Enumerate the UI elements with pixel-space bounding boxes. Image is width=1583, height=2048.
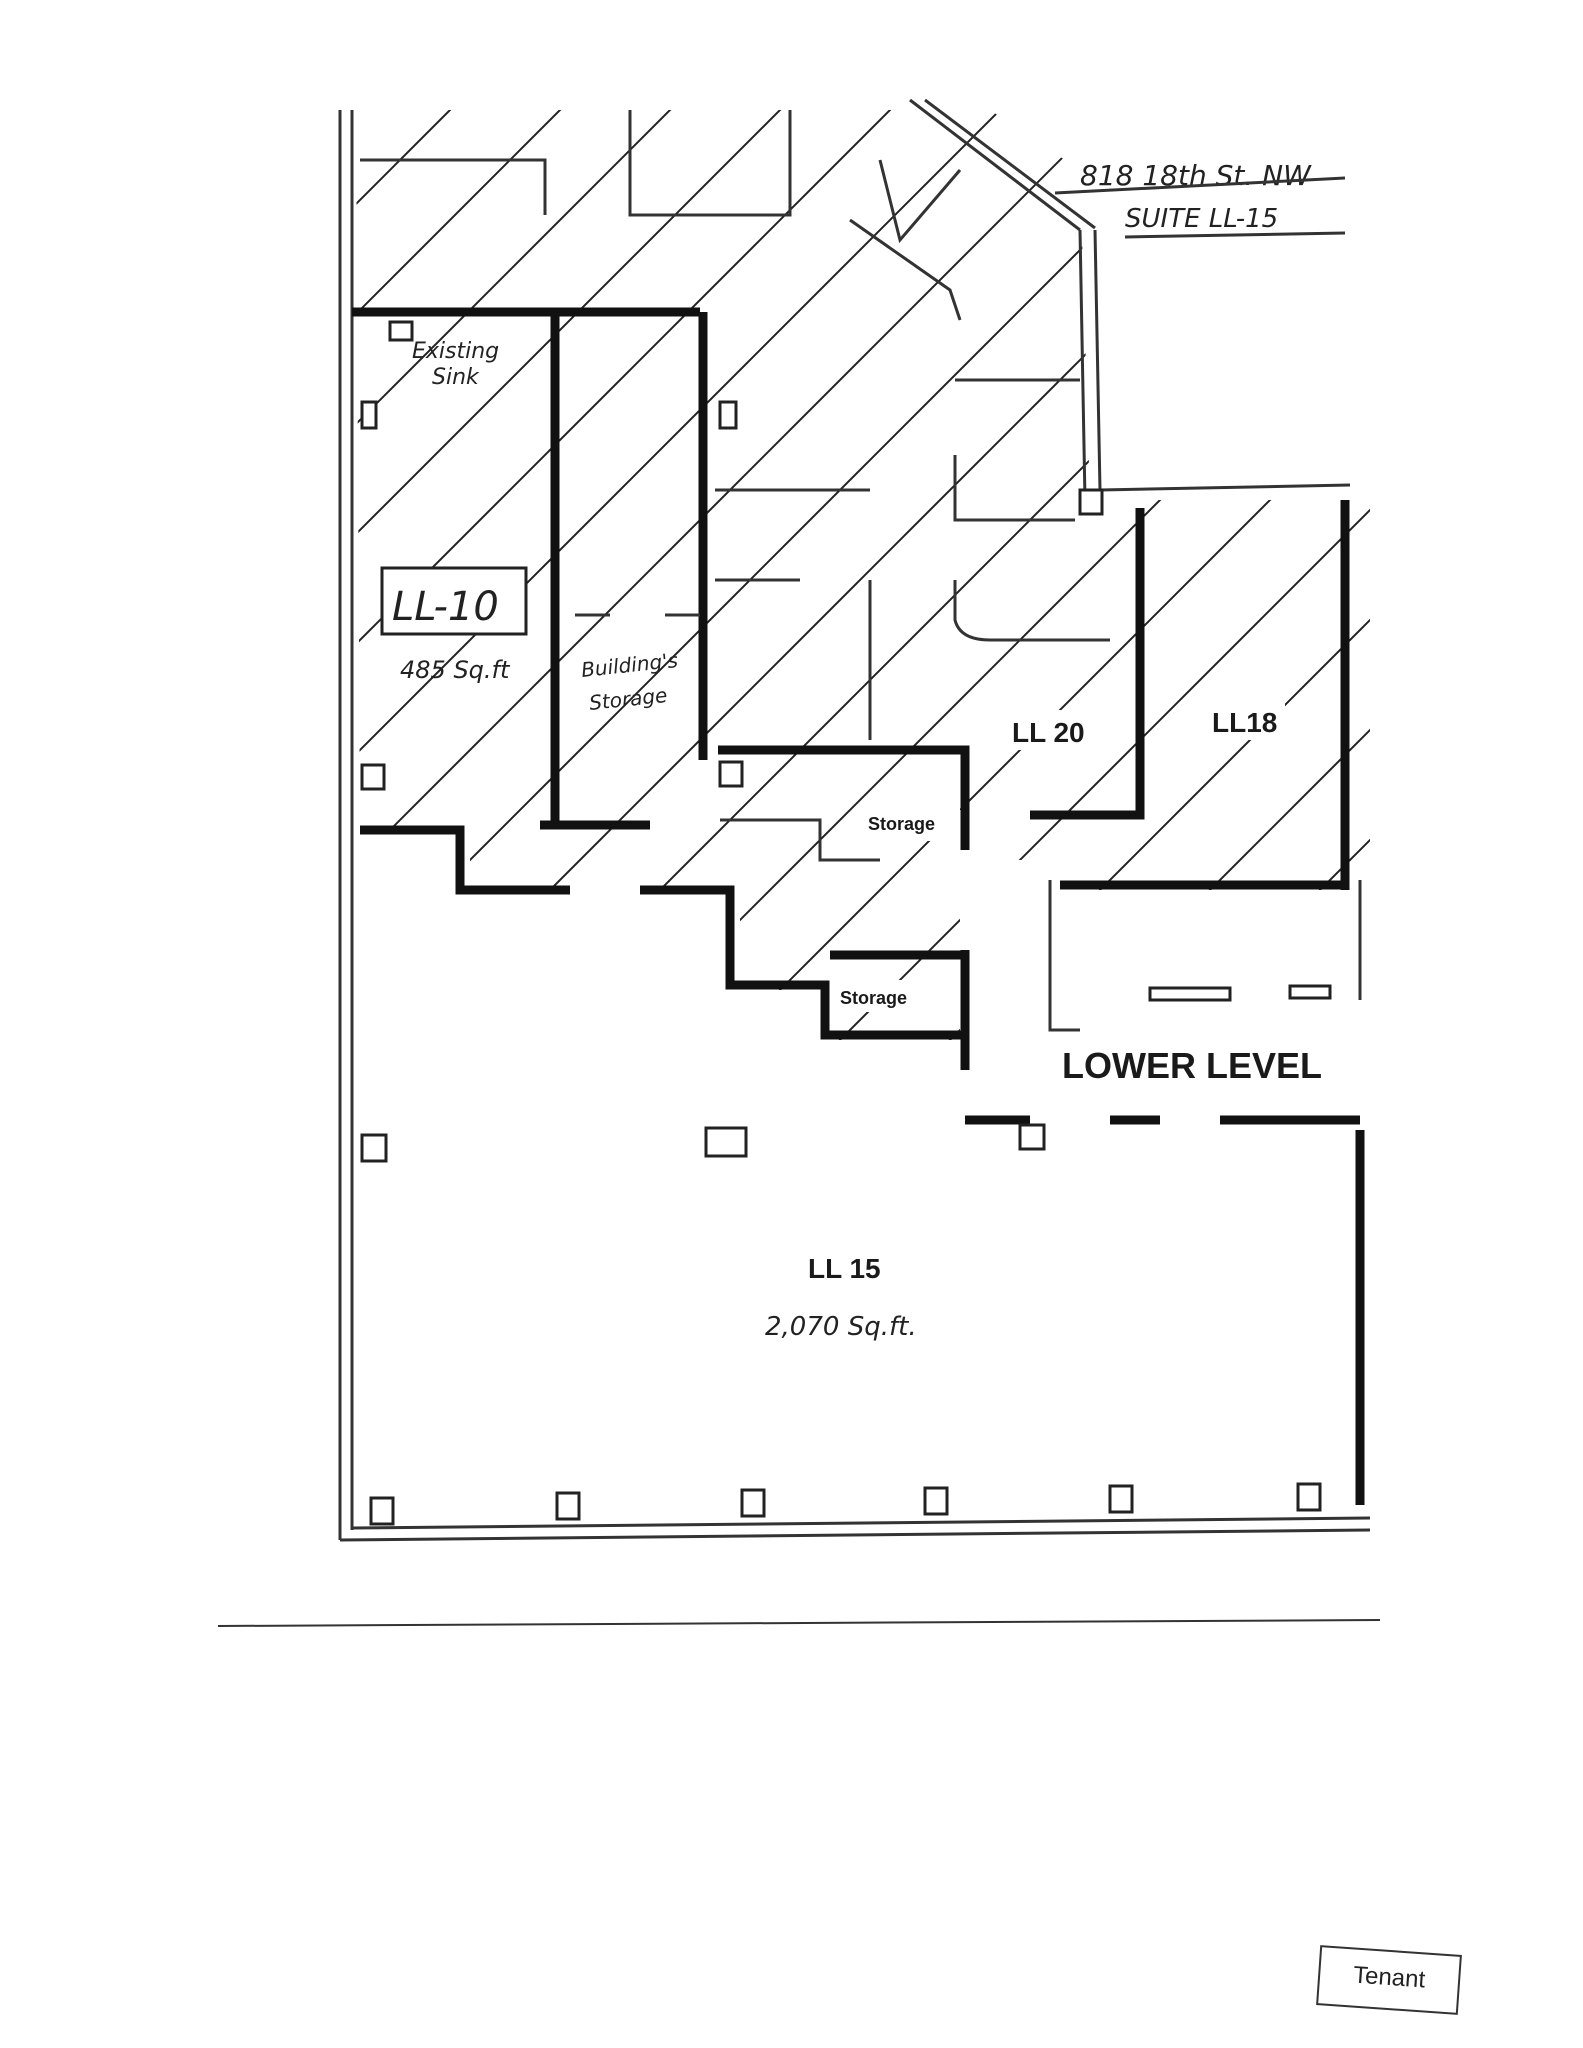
hatch-line [1440,100,1583,1100]
hatch-line [669,110,1370,1040]
hatch-line [356,110,571,1040]
hatch-line [0,100,240,1100]
ll15-label: LL 15 [808,1253,881,1284]
sink-icon [388,320,414,342]
hatch-line [0,100,350,1100]
ll18-label: LL18 [1212,707,1277,738]
columns [360,400,1332,1526]
hatch-line [779,110,1370,1040]
lower-level-label: LOWER LEVEL [1062,1045,1322,1086]
outer-walls [338,98,1371,1542]
hatch-line [1219,110,1370,1040]
hatch-line [999,110,1370,1040]
tenant-stamp: Tenant [1316,1945,1462,2015]
ll10-label-box [380,566,528,636]
ll10-area: 485 Sq.ft [400,656,511,684]
hatch-line [0,100,130,1100]
hatch-line [889,110,1370,1040]
hatch-line [356,110,791,1040]
address-line-2: SUITE LL-15 [1125,204,1278,234]
storage-a-backdrop [860,805,960,841]
ll20-backdrop [1005,710,1095,750]
ll15-area: 2,070 Sq.ft. [765,1312,917,1342]
building-storage-line1: Building's [580,648,679,682]
sink-note-line2: Sink [432,365,480,390]
hatch-line [0,100,20,1100]
ll10-label: LL-10 [392,584,499,630]
hatch-line [1329,110,1370,1040]
ll20-label: LL 20 [1012,717,1085,748]
storage-b-backdrop [835,980,945,1012]
hatch-line [356,110,681,1040]
room-labels: LL-10 485 Sq.ft Existing Sink Building's… [380,320,1322,1342]
building-storage-line2: Storage [588,683,668,715]
bottom-rule [217,1619,1381,1627]
interior-partitions [360,110,1362,1032]
hatch-line [559,110,1370,1040]
sink-note-line1: Existing [412,339,499,364]
storage-b-label: Storage [840,988,907,1008]
hatch-line [356,110,1121,1040]
hatch-line [449,110,1370,1040]
suite-walls [352,307,1365,1505]
hatch-line [1550,100,1583,1100]
address-header: 818 18th St. NW SUITE LL-15 [1054,159,1346,239]
storage-a-label: Storage [868,814,935,834]
ll18-backdrop [1205,700,1285,740]
